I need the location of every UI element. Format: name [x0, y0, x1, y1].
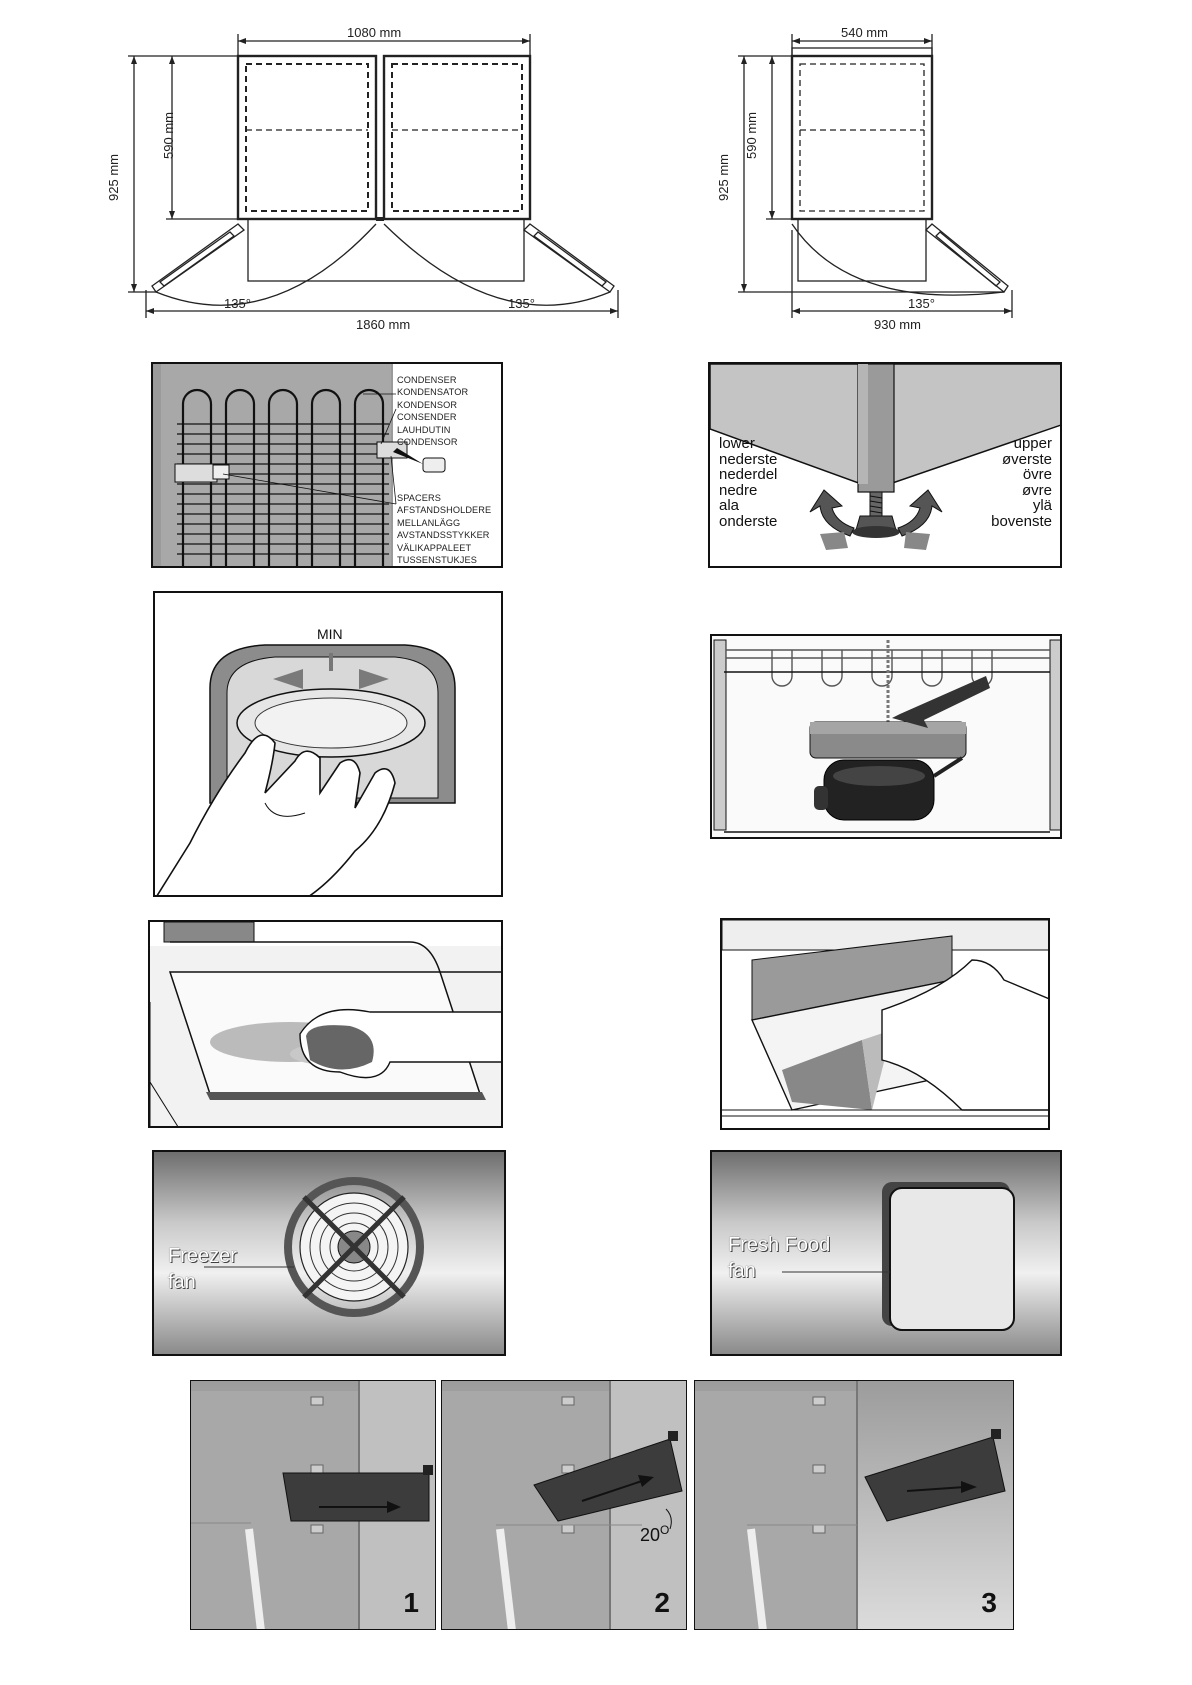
lower-no: nedre	[719, 481, 758, 499]
upper-sv: övre	[1022, 466, 1052, 483]
spacer-name-nl: TUSSENSTUKJES	[397, 555, 477, 566]
upper-fi: ylä	[1032, 497, 1052, 514]
angle-left-label: 135°	[224, 296, 251, 311]
height-590-label: 590 mm	[743, 112, 759, 159]
upper-da: øverste	[1001, 450, 1052, 468]
single-door-dimension-diagram: 540 mm 925 mm 590 mm 135° 930 mm	[716, 20, 1030, 340]
step-1-panel: 1	[190, 1380, 436, 1630]
step-1-number: 1	[403, 1587, 419, 1618]
height-925-label: 925 mm	[105, 154, 121, 201]
step-3-panel: 3	[694, 1380, 1014, 1630]
fresh-food-fan-panel: Fresh Food fan	[710, 1150, 1062, 1356]
min-label: MIN	[317, 626, 343, 642]
condenser-spacer-panel: CONDENSER KONDENSATOR KONDENSOR CONSENDE…	[151, 362, 503, 568]
upper-nl: bovenste	[991, 512, 1052, 530]
step-3-illustration	[695, 1381, 1013, 1629]
step-3-number: 3	[981, 1587, 997, 1618]
total-width-1860-label: 1860 mm	[356, 317, 411, 332]
compressor-illustration	[712, 636, 1060, 837]
condenser-name-da: KONDENSATOR	[397, 387, 469, 398]
spacer-name-sv: MELLANLÄGG	[397, 517, 461, 528]
width-1080-label: 1080 mm	[347, 25, 402, 40]
thermostat-panel: MIN	[153, 591, 503, 897]
height-925-label: 925 mm	[715, 154, 731, 201]
spacer-name-da: AFSTANDSHOLDERE	[397, 505, 492, 516]
lower-nl: onderste	[719, 512, 778, 530]
freezer-fan-illustration	[204, 1177, 424, 1317]
double-door-dimension-diagram: 1080 mm 925 mm 590 mm 135° 135° 1860 mm	[106, 20, 620, 340]
condenser-illustration	[153, 364, 501, 566]
double-door-drawing	[128, 34, 619, 318]
spacer-name-en: SPACERS	[397, 493, 441, 503]
condenser-name-no: CONSENDER	[397, 412, 457, 423]
lower-label-list: lower nederste nederdel nedre ala onders…	[719, 436, 777, 529]
freezer-fan-label-line2: fan	[168, 1271, 196, 1293]
angle-label: 135°	[908, 296, 935, 311]
freezer-fan-label: Freezer fan	[168, 1243, 237, 1295]
leveling-foot-illustration	[710, 364, 1060, 550]
compressor-tray-panel	[710, 634, 1062, 839]
angle-value: 20	[640, 1525, 661, 1545]
step-2-number: 2	[654, 1587, 670, 1618]
angle-right-label: 135°	[508, 296, 535, 311]
wipe-clean-illustration	[150, 922, 501, 1126]
step-2-panel: 20O 2	[441, 1380, 687, 1630]
thermostat-illustration	[156, 644, 456, 895]
condenser-name-sv: KONDENSOR	[397, 399, 458, 410]
lower-fi: ala	[719, 497, 740, 514]
fresh-food-fan-illustration	[782, 1182, 1015, 1331]
step-2-illustration	[442, 1381, 686, 1629]
lower-da: nederste	[719, 450, 778, 468]
wipe-clean-panel	[148, 920, 503, 1128]
spacer-name-no: AVSTANDSSTYKKER	[397, 530, 490, 541]
total-width-930-label: 930 mm	[874, 317, 921, 332]
upper-label-list: upper øverste övre øvre ylä bovenste	[991, 436, 1052, 529]
spacer-name-fi: VÄLIKAPPALEET	[397, 542, 472, 553]
fresh-food-fan-label: Fresh Food fan	[728, 1232, 830, 1284]
width-540-label: 540 mm	[841, 25, 888, 40]
angle-20-label: 20O	[640, 1523, 669, 1546]
leveling-foot-panel: lower nederste nederdel nedre ala onders…	[708, 362, 1062, 568]
fresh-food-fan-label-line2: fan	[728, 1260, 756, 1282]
single-door-drawing	[738, 34, 1013, 318]
freezer-fan-label-line1: Freezer	[168, 1245, 237, 1267]
condenser-name-nl: CONDENSOR	[397, 437, 458, 448]
lower-en: lower	[719, 435, 755, 452]
lower-sv: nederdel	[719, 466, 778, 483]
step-1-illustration	[191, 1381, 435, 1629]
upper-no: øvre	[1022, 481, 1052, 499]
angle-degree-mark: O	[660, 1523, 670, 1537]
remove-shelf-panel	[720, 918, 1050, 1130]
fresh-food-fan-label-line1: Fresh Food	[728, 1234, 831, 1256]
height-590-label: 590 mm	[160, 112, 176, 159]
condenser-name-list: CONDENSER KONDENSATOR KONDENSOR CONSENDE…	[397, 374, 468, 448]
freezer-fan-panel: Freezer fan	[152, 1150, 506, 1356]
condenser-name-fi: LAUHDUTIN	[397, 424, 451, 435]
spacer-name-list: SPACERS AFSTANDSHOLDERE MELLANLÄGG AVSTA…	[397, 492, 491, 566]
remove-shelf-illustration	[722, 920, 1048, 1128]
upper-en: upper	[1013, 435, 1052, 452]
condenser-name-en: CONDENSER	[397, 375, 457, 385]
